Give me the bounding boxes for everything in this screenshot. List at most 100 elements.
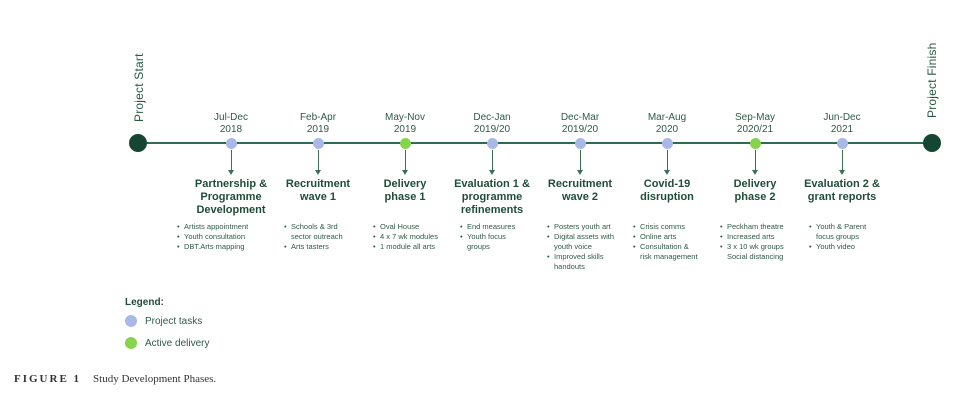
activity-item: groups: [467, 242, 490, 251]
phase-date-year: 2021: [830, 124, 854, 135]
activity-item: Crisis comms: [632, 222, 728, 232]
down-arrow-icon: [402, 150, 408, 175]
legend-item-active-delivery: Active delivery: [125, 336, 209, 350]
activity-item: Increased arts: [719, 232, 815, 242]
active-delivery-swatch: [125, 337, 137, 349]
phase-title-line: Partnership &: [194, 178, 268, 190]
phase-title-line: disruption: [640, 191, 694, 203]
activity-item: Improved skills: [546, 252, 642, 262]
activity-item: Social distancing: [727, 252, 784, 261]
phase-date-range: Jul-Dec: [214, 112, 248, 123]
phase-date-year: 2019/20: [561, 124, 599, 135]
project-finish-marker: [923, 134, 941, 152]
activity-item: DBT.Arts mapping: [176, 242, 272, 252]
phase-date-year: 2018: [219, 124, 243, 135]
phase-date-year: 2020: [655, 124, 679, 135]
phase-date-year: 2019: [306, 124, 330, 135]
phase-date-range: Mar-Aug: [647, 112, 687, 123]
down-arrow-icon: [752, 150, 758, 175]
phase-title-line: Covid-19: [643, 178, 691, 190]
activity-item: Digital assets with: [546, 232, 642, 242]
project-start-label: Project Start: [132, 53, 146, 122]
phase-title-line: Evaluation 1 &: [454, 178, 530, 190]
activity-item: 1 module all arts: [372, 242, 468, 252]
figure-number: FIGURE 1: [14, 373, 82, 385]
phase-date-range: May-Nov: [384, 112, 425, 123]
project-tasks-swatch: [125, 315, 137, 327]
phase-title-line: Delivery: [733, 178, 777, 190]
phase-title-line: grant reports: [807, 191, 877, 203]
activity-item: sector outreach: [291, 232, 343, 241]
phase-date-year: 2019/20: [473, 124, 511, 135]
phase-date-range: Dec-Mar: [560, 112, 600, 123]
activity-item: Online arts: [632, 232, 728, 242]
phase-title-line: phase 2: [734, 191, 776, 203]
phase-date-year: 2020/21: [736, 124, 774, 135]
figure-caption-text: Study Development Phases.: [93, 373, 217, 385]
project-task-node: [486, 137, 498, 149]
activity-item: Oval House: [372, 222, 468, 232]
phase-title-line: Development: [196, 204, 266, 216]
activity-item: youth voice: [554, 242, 592, 251]
activity-item: Posters youth art: [546, 222, 642, 232]
phase-date-year: 2019: [393, 124, 417, 135]
phase-title-line: Recruitment: [285, 178, 351, 190]
activity-item: Youth & Parent: [808, 222, 904, 232]
activity-item: risk management: [640, 252, 698, 261]
project-task-node: [312, 137, 324, 149]
project-task-node: [225, 137, 237, 149]
project-task-node: [574, 137, 586, 149]
phase-activities: Posters youth artDigital assets withyout…: [546, 222, 642, 272]
phase-title-line: Evaluation 2 &: [804, 178, 880, 190]
phase-activities: Artists appointmentYouth consultationDBT…: [176, 222, 272, 252]
phase-date-range: Dec-Jan: [473, 112, 511, 123]
activity-item: Artists appointment: [176, 222, 272, 232]
down-arrow-icon: [489, 150, 495, 175]
activity-item: Schools & 3rd: [283, 222, 379, 232]
activity-item: Youth focus: [459, 232, 555, 242]
phase-date-range: Feb-Apr: [299, 112, 337, 123]
activity-item: 4 x 7 wk modules: [372, 232, 468, 242]
project-task-node: [836, 137, 848, 149]
activity-item: Youth video: [808, 242, 904, 252]
down-arrow-icon: [228, 150, 234, 175]
project-finish-label: Project Finish: [925, 42, 939, 119]
down-arrow-icon: [577, 150, 583, 175]
phase-date-range: Sep-May: [734, 112, 775, 123]
phase-activities: Oval House4 x 7 wk modules1 module all a…: [372, 222, 468, 252]
phase-title-line: phase 1: [384, 191, 426, 203]
legend-item-project-tasks: Project tasks: [125, 314, 202, 328]
phase-title-line: Programme: [200, 191, 262, 203]
down-arrow-icon: [839, 150, 845, 175]
activity-item: Arts tasters: [283, 242, 379, 252]
phase-activities: Peckham theatreIncreased arts3 x 10 wk g…: [719, 222, 815, 262]
figure-caption: FIGURE 1 Study Development Phases.: [14, 373, 216, 385]
phase-title-line: Recruitment: [547, 178, 613, 190]
phase-date-range: Jun-Dec: [823, 112, 861, 123]
down-arrow-icon: [315, 150, 321, 175]
legend-label: Project tasks: [145, 315, 203, 327]
activity-item: Peckham theatre: [719, 222, 815, 232]
phase-title-line: programme: [461, 191, 523, 203]
phase-title-line: wave 2: [561, 191, 599, 203]
phase-activities: Crisis commsOnline artsConsultation &ris…: [632, 222, 728, 262]
activity-item: 3 x 10 wk groups: [719, 242, 815, 252]
activity-item: focus groups: [816, 232, 859, 241]
active-delivery-node: [749, 137, 761, 149]
legend-title: Legend:: [125, 297, 164, 308]
